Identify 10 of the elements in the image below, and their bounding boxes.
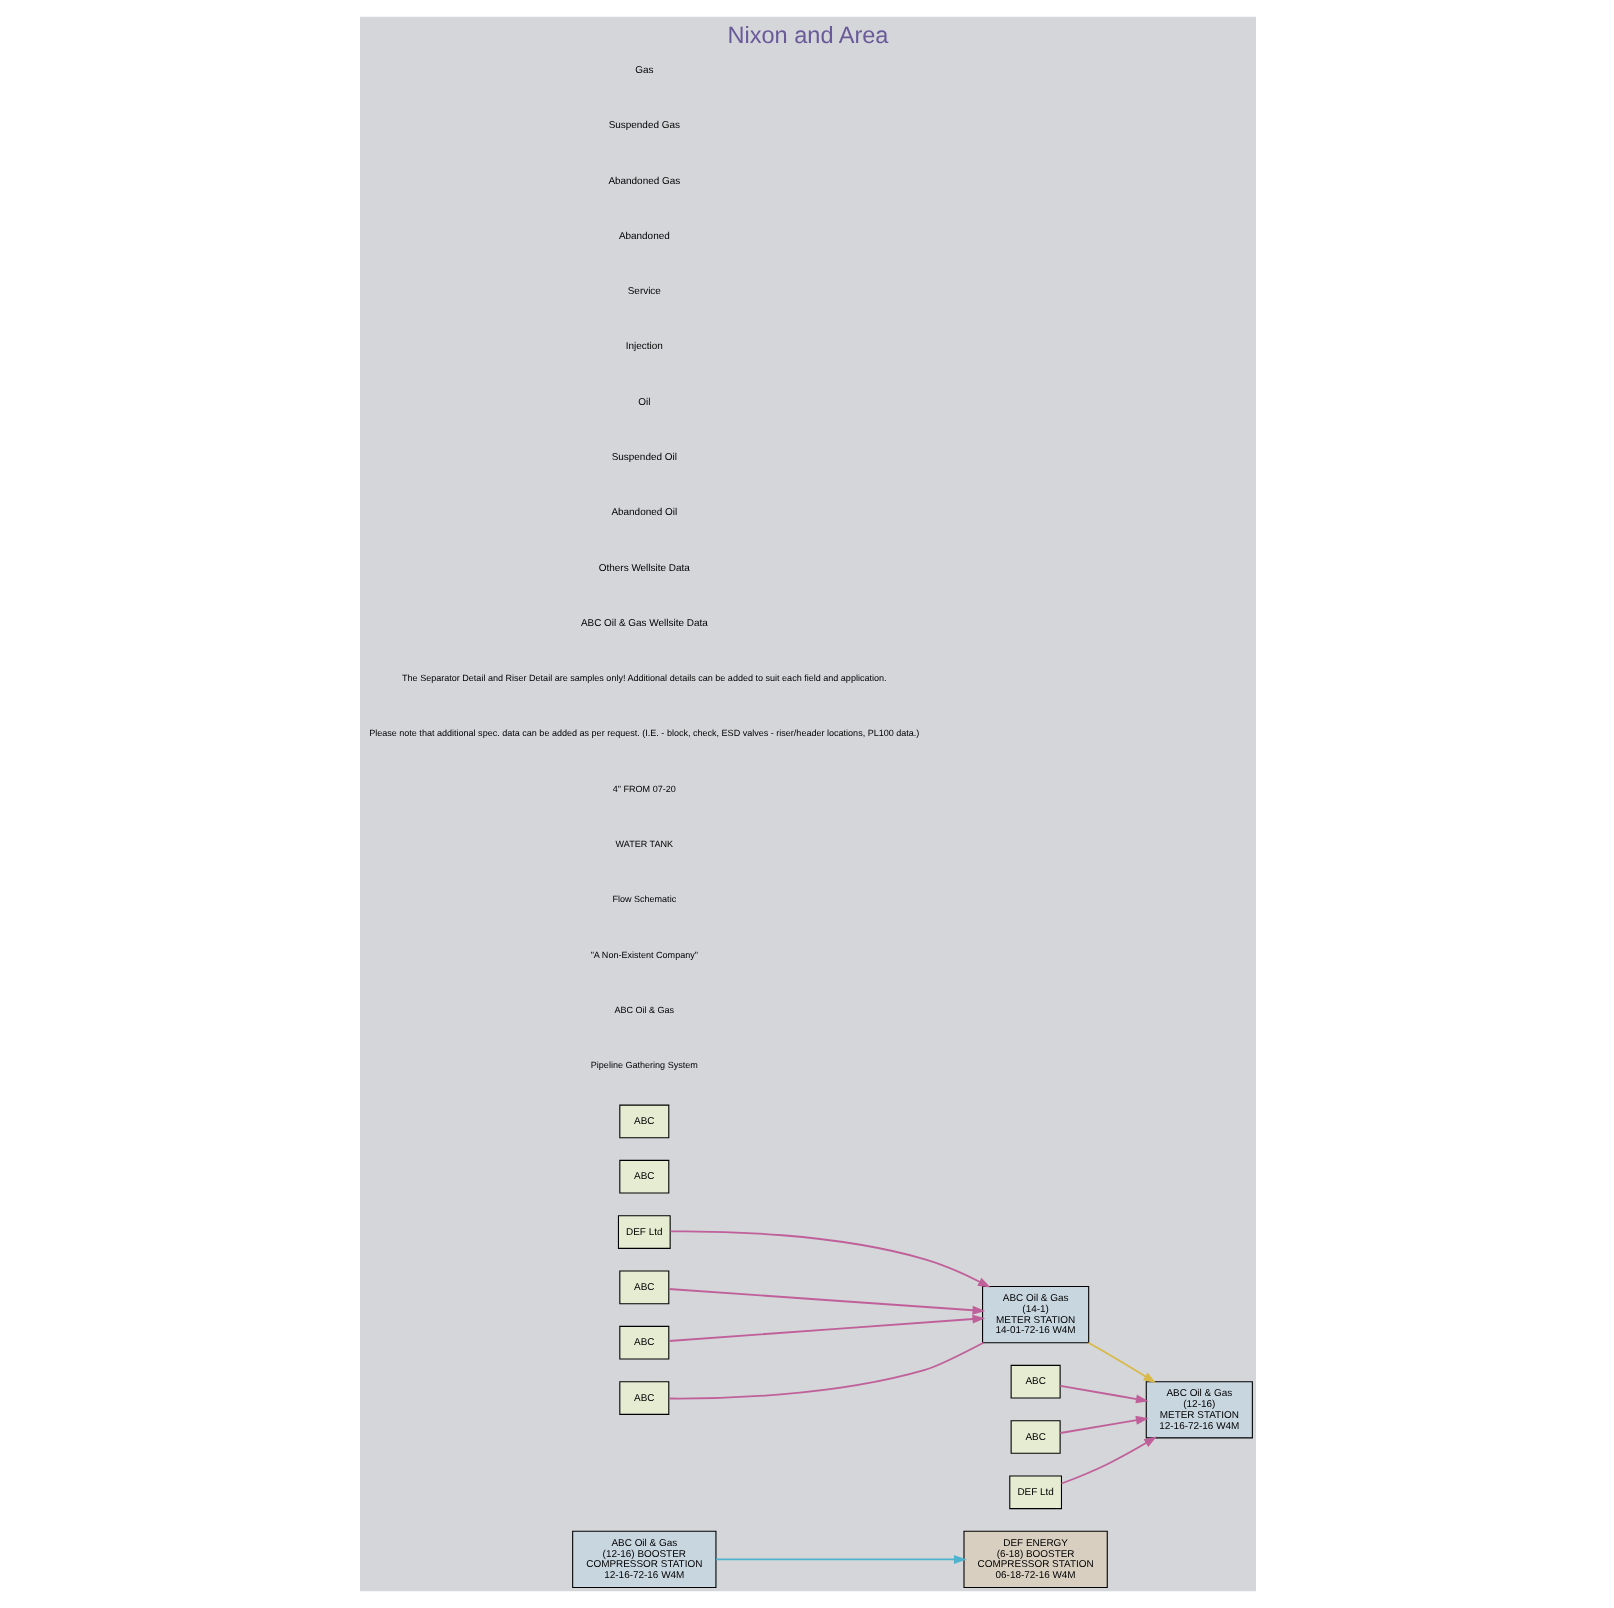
arrow	[667, 1314, 985, 1342]
diagram-title: Nixon and Area	[726, 22, 888, 49]
arrow	[668, 1230, 990, 1288]
arrow	[1086, 1341, 1156, 1384]
connector	[667, 1341, 984, 1400]
arrow	[714, 1555, 966, 1564]
arrow	[1059, 1436, 1156, 1485]
arrow	[667, 1288, 985, 1315]
arrow	[1058, 1384, 1148, 1404]
arrow	[1058, 1415, 1148, 1434]
